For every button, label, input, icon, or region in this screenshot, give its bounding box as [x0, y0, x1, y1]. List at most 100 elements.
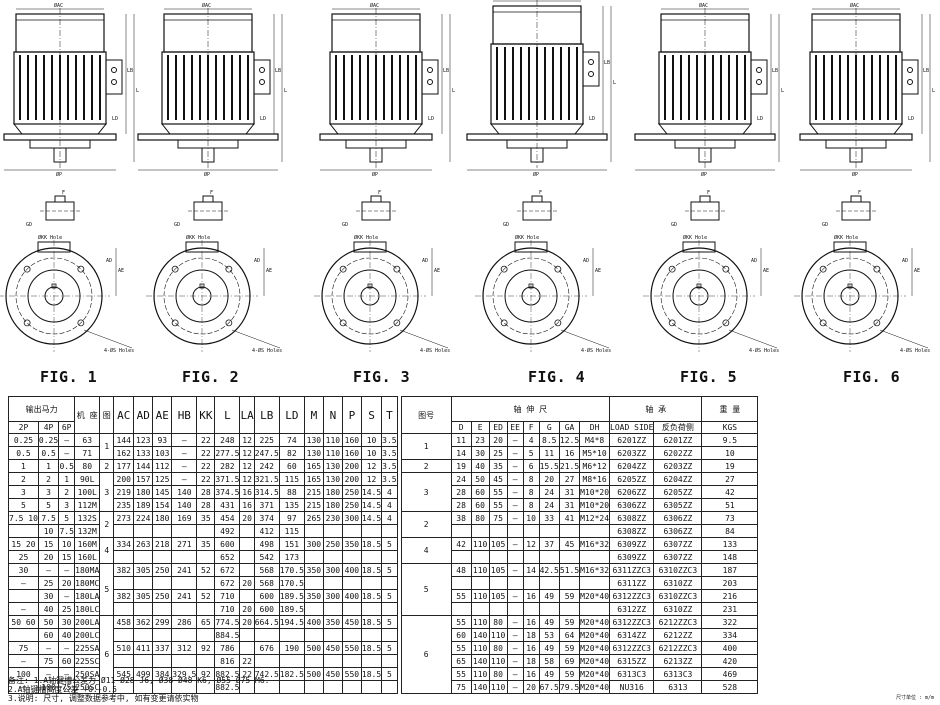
frame-cell: 63 — [74, 433, 101, 447]
table-cell: 550 — [341, 667, 362, 681]
table-cell — [196, 654, 216, 668]
table-cell: 500 — [303, 641, 324, 655]
table-cell: 816 — [214, 654, 241, 668]
fig-cell: 1 — [99, 433, 115, 460]
table-cell: 110 — [488, 680, 508, 694]
table-cell — [171, 602, 198, 616]
table-cell: 14.5 — [360, 511, 383, 525]
table-cell: 25 — [8, 550, 39, 564]
shaft-col-header: G — [538, 421, 560, 434]
bolt-hole — [819, 265, 827, 273]
weight-header: 重 量 — [701, 396, 759, 422]
terminal-box — [901, 59, 919, 95]
table-cell: 400 — [341, 589, 362, 603]
table-cell: 12 — [239, 459, 255, 473]
table-cell — [113, 602, 135, 616]
table-cell — [538, 550, 560, 564]
terminal-box-top — [37, 241, 71, 253]
terminal-bolt — [259, 67, 265, 73]
table-cell: 314.5 — [253, 485, 280, 499]
table-cell — [558, 576, 581, 590]
table-cell: 18.5 — [360, 589, 383, 603]
table-cell: 18.5 — [360, 563, 383, 577]
table-cell: 500 — [303, 667, 324, 681]
table-cell: 55 — [488, 498, 508, 512]
bolt-hole — [77, 319, 85, 327]
table-cell — [196, 602, 216, 616]
table-cell: M8*16 — [579, 472, 611, 486]
ld-label: LD — [757, 116, 763, 122]
table-cell: — — [506, 628, 524, 642]
table-cell: 19 — [701, 459, 759, 473]
table-cell: — — [506, 615, 524, 629]
ae-label: AE — [266, 268, 272, 274]
table-cell: 14 — [522, 563, 540, 577]
shaft-col-header: EE — [506, 421, 524, 434]
table-cell — [303, 524, 324, 538]
table-cell: 0.25 — [37, 433, 60, 447]
s-label: 4-ØS Holes — [252, 347, 282, 354]
gd-label: GD — [822, 222, 828, 228]
table-cell: 6212ZZC3 — [653, 615, 703, 629]
table-cell — [303, 602, 324, 616]
table-cell: 194.5 — [278, 615, 305, 629]
table-cell: 59 — [558, 667, 581, 681]
shaft-detail-fig-5: FGD — [671, 190, 725, 228]
gd-label: GD — [342, 222, 348, 228]
table-separator — [396, 550, 402, 564]
table-cell: 25 — [58, 602, 76, 616]
table-cell: 2 — [8, 472, 39, 486]
dim-header-la: LA — [239, 396, 255, 434]
gd-label: GD — [174, 222, 180, 228]
table-cell — [506, 576, 524, 590]
table-cell — [341, 550, 362, 564]
table-cell: 6202ZZ — [653, 446, 703, 460]
table-cell — [322, 550, 343, 564]
lb-label: LB — [275, 68, 281, 74]
p-label: ØP — [701, 171, 707, 178]
table-cell: 19 — [450, 459, 472, 473]
table-cell: — — [8, 680, 39, 694]
table-cell: 110 — [470, 589, 490, 603]
table-cell: — — [506, 680, 524, 694]
table-cell: 140 — [171, 498, 198, 512]
table-cell: 180 — [322, 498, 343, 512]
table-cell: 371.5 — [214, 472, 241, 486]
table-cell: — — [506, 641, 524, 655]
frame-cell: 71 — [74, 446, 101, 460]
table-cell — [341, 524, 362, 538]
table-cell: M20*40 — [579, 641, 611, 655]
table-cell: 28 — [450, 498, 472, 512]
p-label: ØP — [56, 171, 62, 178]
table-cell: M4*8 — [579, 433, 611, 447]
table-cell: 110 — [322, 446, 343, 460]
table-cell: 45 — [488, 472, 508, 486]
table-cell — [133, 550, 154, 564]
pole-header: 6P — [58, 421, 76, 434]
terminal-box — [582, 51, 600, 87]
table-cell: 263 — [133, 537, 154, 551]
table-cell: 18 — [522, 628, 540, 642]
table-cell: 80 — [488, 667, 508, 681]
table-cell: — — [58, 641, 76, 655]
table-cell: 31 — [558, 498, 581, 512]
table-cell — [196, 550, 216, 564]
table-cell: 242 — [253, 459, 280, 473]
table-cell: 140 — [470, 680, 490, 694]
table-cell: 65 — [196, 615, 216, 629]
table-cell — [239, 537, 255, 551]
table-cell: 265 — [303, 511, 324, 525]
table-separator — [396, 576, 402, 590]
table-cell: — — [58, 433, 76, 447]
table-cell: 6309ZZ — [609, 550, 655, 564]
table-cell: 12 — [522, 537, 540, 551]
table-cell: 18.5 — [360, 667, 383, 681]
table-cell — [450, 576, 472, 590]
right-fig-header: 图号 — [400, 396, 452, 434]
f-label: F — [858, 190, 861, 196]
